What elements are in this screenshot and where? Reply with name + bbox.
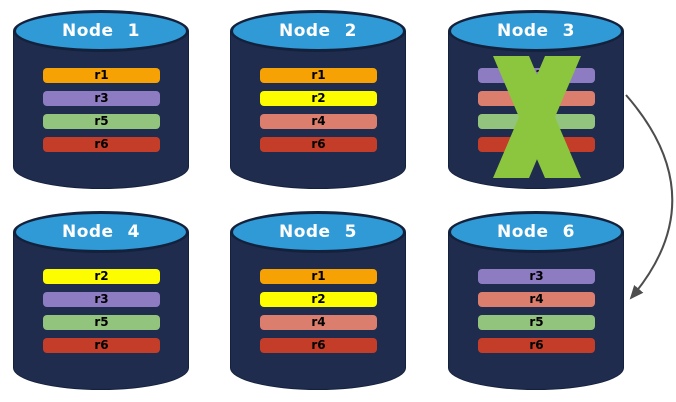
cylinder-top: Node 2 <box>230 10 406 52</box>
replica-bar: r6 <box>260 338 377 353</box>
node-title: Node 3 <box>496 21 575 41</box>
replica-bar: r1 <box>43 68 160 83</box>
node-6: r3 r4 r5 r6 Node 6 <box>448 211 624 391</box>
replica-list: r1 r3 r5 r6 <box>13 10 189 190</box>
cylinder-top: Node 5 <box>230 211 406 253</box>
replica-bar: r2 <box>43 269 160 284</box>
cylinder-body <box>230 31 406 189</box>
replica-bar: r4 <box>260 315 377 330</box>
replica-bar: r2 <box>260 292 377 307</box>
node-title: Node 1 <box>61 21 140 41</box>
cylinder-body <box>13 232 189 390</box>
cylinder-body <box>230 232 406 390</box>
replica-bar: r5 <box>478 315 595 330</box>
cylinder-body <box>13 31 189 189</box>
node-4: r2 r3 r5 r6 Node 4 <box>13 211 189 391</box>
replica-list: r1 r2 r4 r6 <box>230 10 406 190</box>
replica-bar: r4 <box>478 292 595 307</box>
x-mark-icon <box>493 56 581 178</box>
node-title: Node 2 <box>278 21 357 41</box>
cylinder-top: Node 4 <box>13 211 189 253</box>
node-3: r3 Node 3 <box>448 10 624 190</box>
replica-bar: r5 <box>43 114 160 129</box>
cylinder-top: Node 1 <box>13 10 189 52</box>
replica-bar: r6 <box>43 137 160 152</box>
cylinder-body <box>448 232 624 390</box>
replica-bar: r6 <box>478 338 595 353</box>
cylinder-top: Node 3 <box>448 10 624 52</box>
replica-bar: r2 <box>260 91 377 106</box>
node-title: Node 4 <box>61 222 140 242</box>
replica-bar: r1 <box>260 269 377 284</box>
replica-bar: r5 <box>43 315 160 330</box>
replica-list: r3 r4 r5 r6 <box>448 211 624 391</box>
cylinder-top: Node 6 <box>448 211 624 253</box>
replica-bar: r6 <box>260 137 377 152</box>
node-1: r1 r3 r5 r6 Node 1 <box>13 10 189 190</box>
replica-list: r2 r3 r5 r6 <box>13 211 189 391</box>
replica-list: r1 r2 r4 r6 <box>230 211 406 391</box>
node-title: Node 6 <box>496 222 575 242</box>
node-5: r1 r2 r4 r6 Node 5 <box>230 211 406 391</box>
replica-bar: r3 <box>43 292 160 307</box>
replica-bar: r3 <box>478 269 595 284</box>
node-2: r1 r2 r4 r6 Node 2 <box>230 10 406 190</box>
node-title: Node 5 <box>278 222 357 242</box>
replica-bar: r3 <box>43 91 160 106</box>
replica-bar: r1 <box>260 68 377 83</box>
replica-bar: r6 <box>43 338 160 353</box>
replica-bar: r4 <box>260 114 377 129</box>
